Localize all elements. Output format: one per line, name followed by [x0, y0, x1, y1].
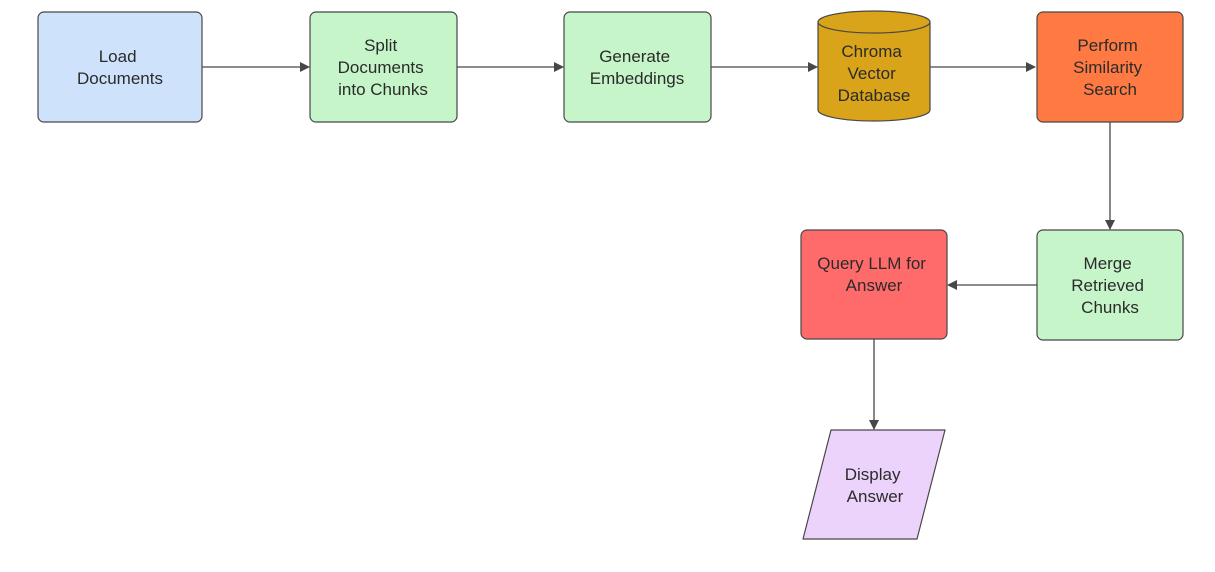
node-label-line: Database	[838, 86, 911, 105]
merge-retrieved-chunks-node[interactable]: Merge Retrieved Chunks	[1036, 229, 1184, 341]
node-shape	[1036, 11, 1184, 123]
node-label: Query LLM for Answer	[817, 254, 930, 295]
node-label-line: Perform	[1077, 36, 1137, 55]
query-llm-node[interactable]: Query LLM for Answer	[800, 229, 948, 340]
node-label-line: Load	[99, 47, 137, 66]
node-label-line: Retrieved	[1071, 276, 1144, 295]
node-label-line: Similarity	[1073, 58, 1142, 77]
edges	[202, 62, 1115, 430]
display-answer-node[interactable]: Display Answer	[802, 429, 946, 540]
node-label: Merge Retrieved Chunks	[1071, 254, 1149, 317]
node-label-line: Chroma	[841, 42, 902, 61]
node-label-line: Merge	[1084, 254, 1132, 273]
node-label-line: Documents	[77, 69, 163, 88]
node-label-line: Generate	[599, 47, 670, 66]
perform-similarity-search-node[interactable]: Perform Similarity Search	[1036, 11, 1184, 123]
node-label-line: Query LLM for	[817, 254, 926, 273]
node-label-line: Answer	[846, 276, 903, 295]
node-label-line: Display	[845, 465, 901, 484]
node-label-line: Answer	[847, 487, 904, 506]
load-documents-node[interactable]: Load Documents	[37, 11, 203, 123]
node-shape	[309, 11, 458, 123]
node-shape	[802, 429, 946, 540]
node-label: Perform Similarity Search	[1073, 36, 1147, 99]
node-label-line: into Chunks	[338, 80, 428, 99]
node-shape	[563, 11, 712, 123]
generate-embeddings-node[interactable]: Generate Embeddings	[563, 11, 712, 123]
split-documents-node[interactable]: Split Documents into Chunks	[309, 11, 458, 123]
chroma-vector-database-node[interactable]: Chroma Vector Database	[817, 10, 931, 122]
node-shape	[800, 229, 948, 340]
node-label: Generate Embeddings	[590, 47, 685, 88]
node-label-line: Search	[1083, 80, 1137, 99]
node-label: Split Documents into Chunks	[338, 36, 429, 99]
node-shape	[1036, 229, 1184, 341]
node-label-line: Embeddings	[590, 69, 685, 88]
node-label: Chroma Vector Database	[838, 42, 911, 105]
node-shape	[37, 11, 203, 123]
node-label-line: Documents	[338, 58, 424, 77]
node-label-line: Vector	[848, 64, 897, 83]
node-label: Display Answer	[845, 465, 905, 506]
node-label-line: Chunks	[1081, 298, 1139, 317]
cylinder-body	[817, 22, 931, 122]
node-label-line: Split	[364, 36, 397, 55]
cylinder-top	[817, 10, 931, 34]
node-label: Load Documents	[77, 47, 163, 88]
